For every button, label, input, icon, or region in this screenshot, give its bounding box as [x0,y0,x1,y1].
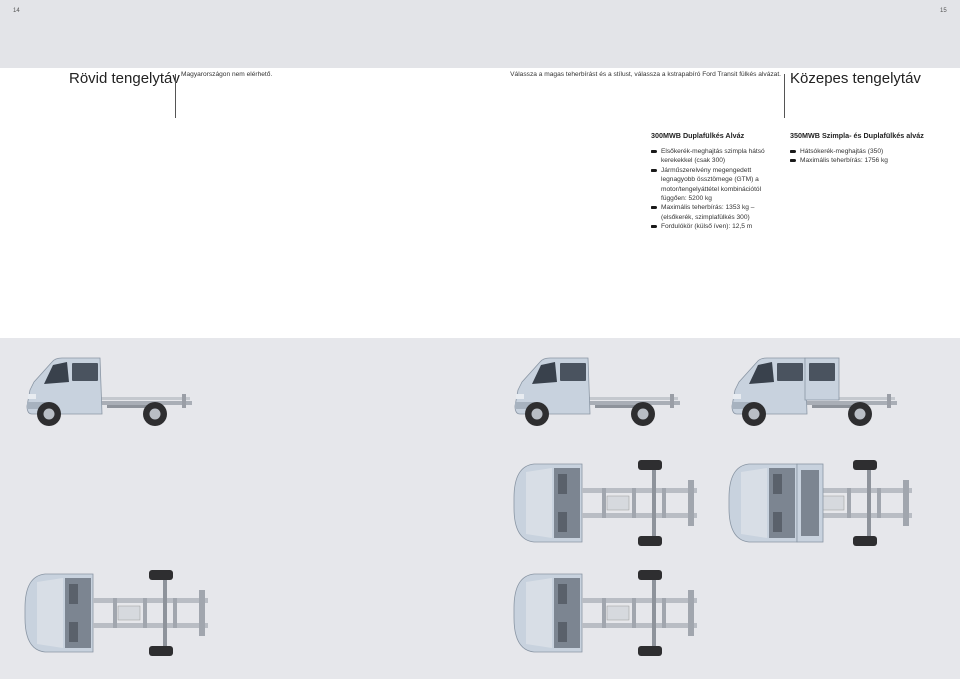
spec-350-heading: 350MWB Szimpla- és Duplafülkés alváz [790,131,924,140]
spec-300-heading: 300MWB Duplafülkés Alváz [651,131,745,140]
left-title-divider [175,74,176,118]
spec-300-item: Elsőkerék-meghajtás szimpla hátsó kereke… [651,147,777,166]
van-side-view-mwb-double [731,357,898,427]
spec-300-item: Maximális teherbírás: 1353 kg – (elsőker… [651,203,777,222]
van-top-view-mwb-lower [513,569,698,657]
text-band [0,68,960,338]
van-top-view-mwb-single [513,459,698,547]
page-number-right: 15 [940,8,947,14]
spec-300-item: Járműszerelvény megengedett legnagyobb ö… [651,166,777,204]
van-top-view-mwb-double [728,459,913,547]
van-side-view-mwb-single [514,357,681,427]
spec-300-item: Fordulókör (külső íven): 12,5 m [651,222,777,231]
van-top-view-swb [24,569,209,657]
spec-350-item: Hátsókerék-meghajtás (350) [790,147,930,156]
right-title: Közepes tengelytáv [790,70,921,87]
spec-350: 350MWB Szimpla- és Duplafülkés alváz Hát… [790,131,930,166]
spec-300: 300MWB Duplafülkés Alváz Elsőkerék-megha… [651,131,777,232]
page-number-left: 14 [13,8,20,14]
right-title-divider [784,74,785,118]
intro-text: Válassza a magas teherbírást és a stílus… [510,71,781,78]
left-note: Magyarországon nem elérhető. [181,71,273,78]
van-side-view-swb [26,357,193,427]
spec-350-item: Maximális teherbírás: 1756 kg [790,156,930,165]
left-title: Rövid tengelytáv [69,70,180,87]
top-band [0,0,960,68]
